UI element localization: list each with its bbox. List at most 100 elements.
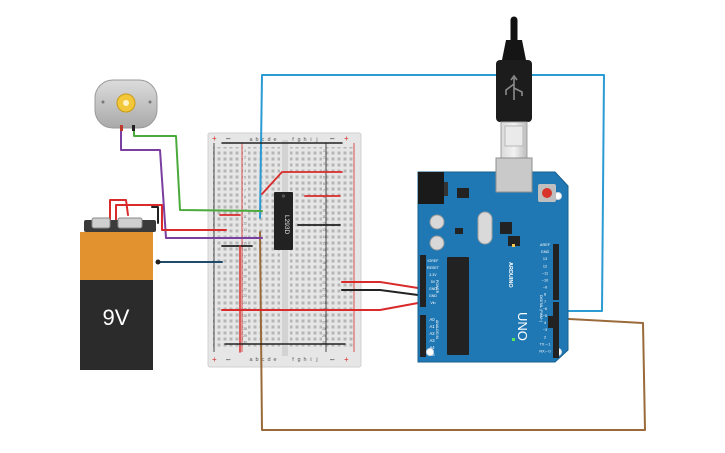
row-number: 9 [244,202,246,206]
wire-battery-red-1[interactable] [115,204,227,231]
column-letter: h [303,357,306,363]
battery-9v[interactable]: 9V [80,217,161,370]
row-number: 1 [244,149,246,153]
row-number: 8 [244,195,246,199]
power-pin-label: 5V [431,280,436,284]
usb-logo-icon [505,74,523,100]
column-letter: g [297,357,300,363]
crystal [477,211,493,245]
row-number: 7 [244,189,246,193]
wire-green[interactable] [133,129,263,212]
power-pin-label: Vin [430,301,435,305]
row-number: 6 [244,182,246,186]
row-number: 4 [323,169,325,173]
row-number: 19 [322,268,326,272]
motor-terminal-left [120,125,123,131]
row-number: 14 [243,235,247,239]
rail-sign-bot-neg-left: – [226,355,231,364]
analog-pin-label: A4 [429,345,435,350]
column-letter: g [297,137,300,143]
column-letter: a [249,137,253,143]
analog-pin-label: A0 [429,317,435,322]
row-number: 13 [243,228,247,232]
rail-sign-bot-pos-left: + [212,355,217,364]
row-number: 29 [243,334,247,338]
column-letter: c [262,137,265,143]
row-number: 2 [244,156,246,160]
battery-label: 9V [103,305,130,330]
power-pin-label: GND [429,287,437,291]
capacitor-2 [429,235,445,251]
column-letter: b [255,137,258,143]
column-letter: j [315,357,317,363]
digital-header-bottom [553,302,559,358]
arduino-uno[interactable]: ARDUINO UNO POWER ANALOG IN DIGITAL (PWM… [417,157,569,363]
row-number: 21 [322,281,326,285]
battery-terminal-neg [91,217,111,229]
row-number: 23 [322,294,326,298]
row-number: 20 [243,274,247,278]
column-letter: i [310,357,311,363]
digital-pin-label: TX→1 [540,342,551,346]
analog-pin-label: A3 [429,338,435,343]
jumper-red-diag[interactable] [261,171,343,195]
row-number: 30 [322,340,326,344]
row-number: 26 [243,314,247,318]
row-number: 5 [323,175,325,179]
row-number: 17 [243,255,247,259]
row-number: 2 [323,156,325,160]
row-number: 1 [323,149,325,153]
digital-header-top [553,244,559,300]
analog-pin-label: A5 [429,352,435,357]
battery-terminal-pos [117,217,143,229]
digital-pin-label: ~11 [542,271,548,275]
row-number: 8 [323,195,325,199]
rail-sign-top-neg-right: – [330,134,335,143]
row-number: 26 [322,314,326,318]
dc-motor[interactable] [94,79,158,131]
column-letter: f [292,357,294,363]
column-letter: d [267,357,270,363]
chip-label: L293D [283,215,290,234]
led-on [512,338,515,341]
row-number: 20 [322,274,326,278]
motor-terminal-right [132,125,135,131]
row-numbers-left: 1234567891011121314151617181920212223242… [243,149,247,344]
wire-blue[interactable] [259,74,605,312]
wire-gnd[interactable] [341,289,419,296]
wire-battery-black[interactable] [151,206,159,224]
row-number: 6 [323,182,325,186]
row-number: 7 [323,189,325,193]
arduino-brand-label: ARDUINO [507,262,513,288]
digital-pin-label: ~10 [542,279,548,283]
usb-cable[interactable] [496,16,532,159]
row-number: 3 [323,162,325,166]
column-letter: a [249,357,253,363]
row-number: 12 [243,222,247,226]
row-number: 5 [244,175,246,179]
digital-pin-label: 4 [544,321,546,325]
power-pin-label: 3.3V [429,273,437,277]
row-number: 21 [243,281,247,285]
row-number: 28 [243,327,247,331]
motor-driver-chip[interactable]: L293D [274,192,293,250]
digital-pin-label: ~5 [543,314,547,318]
led-l [512,244,515,247]
row-number: 16 [243,248,247,252]
wire-battery-red-2[interactable] [109,199,129,223]
wire-5v[interactable] [341,281,419,289]
digital-pin-label: 8 [544,293,546,297]
dc-power-jack [418,172,444,204]
digital-pin-label: 2 [544,335,546,339]
row-number: 16 [322,248,326,252]
column-letter: b [255,357,258,363]
wire-purple[interactable] [120,129,263,239]
rail-sign-top-neg-left: – [226,134,231,143]
wire-vin[interactable] [221,302,419,311]
column-letter: f [292,137,294,143]
row-number: 15 [322,241,326,245]
wire-brown[interactable] [259,231,646,431]
